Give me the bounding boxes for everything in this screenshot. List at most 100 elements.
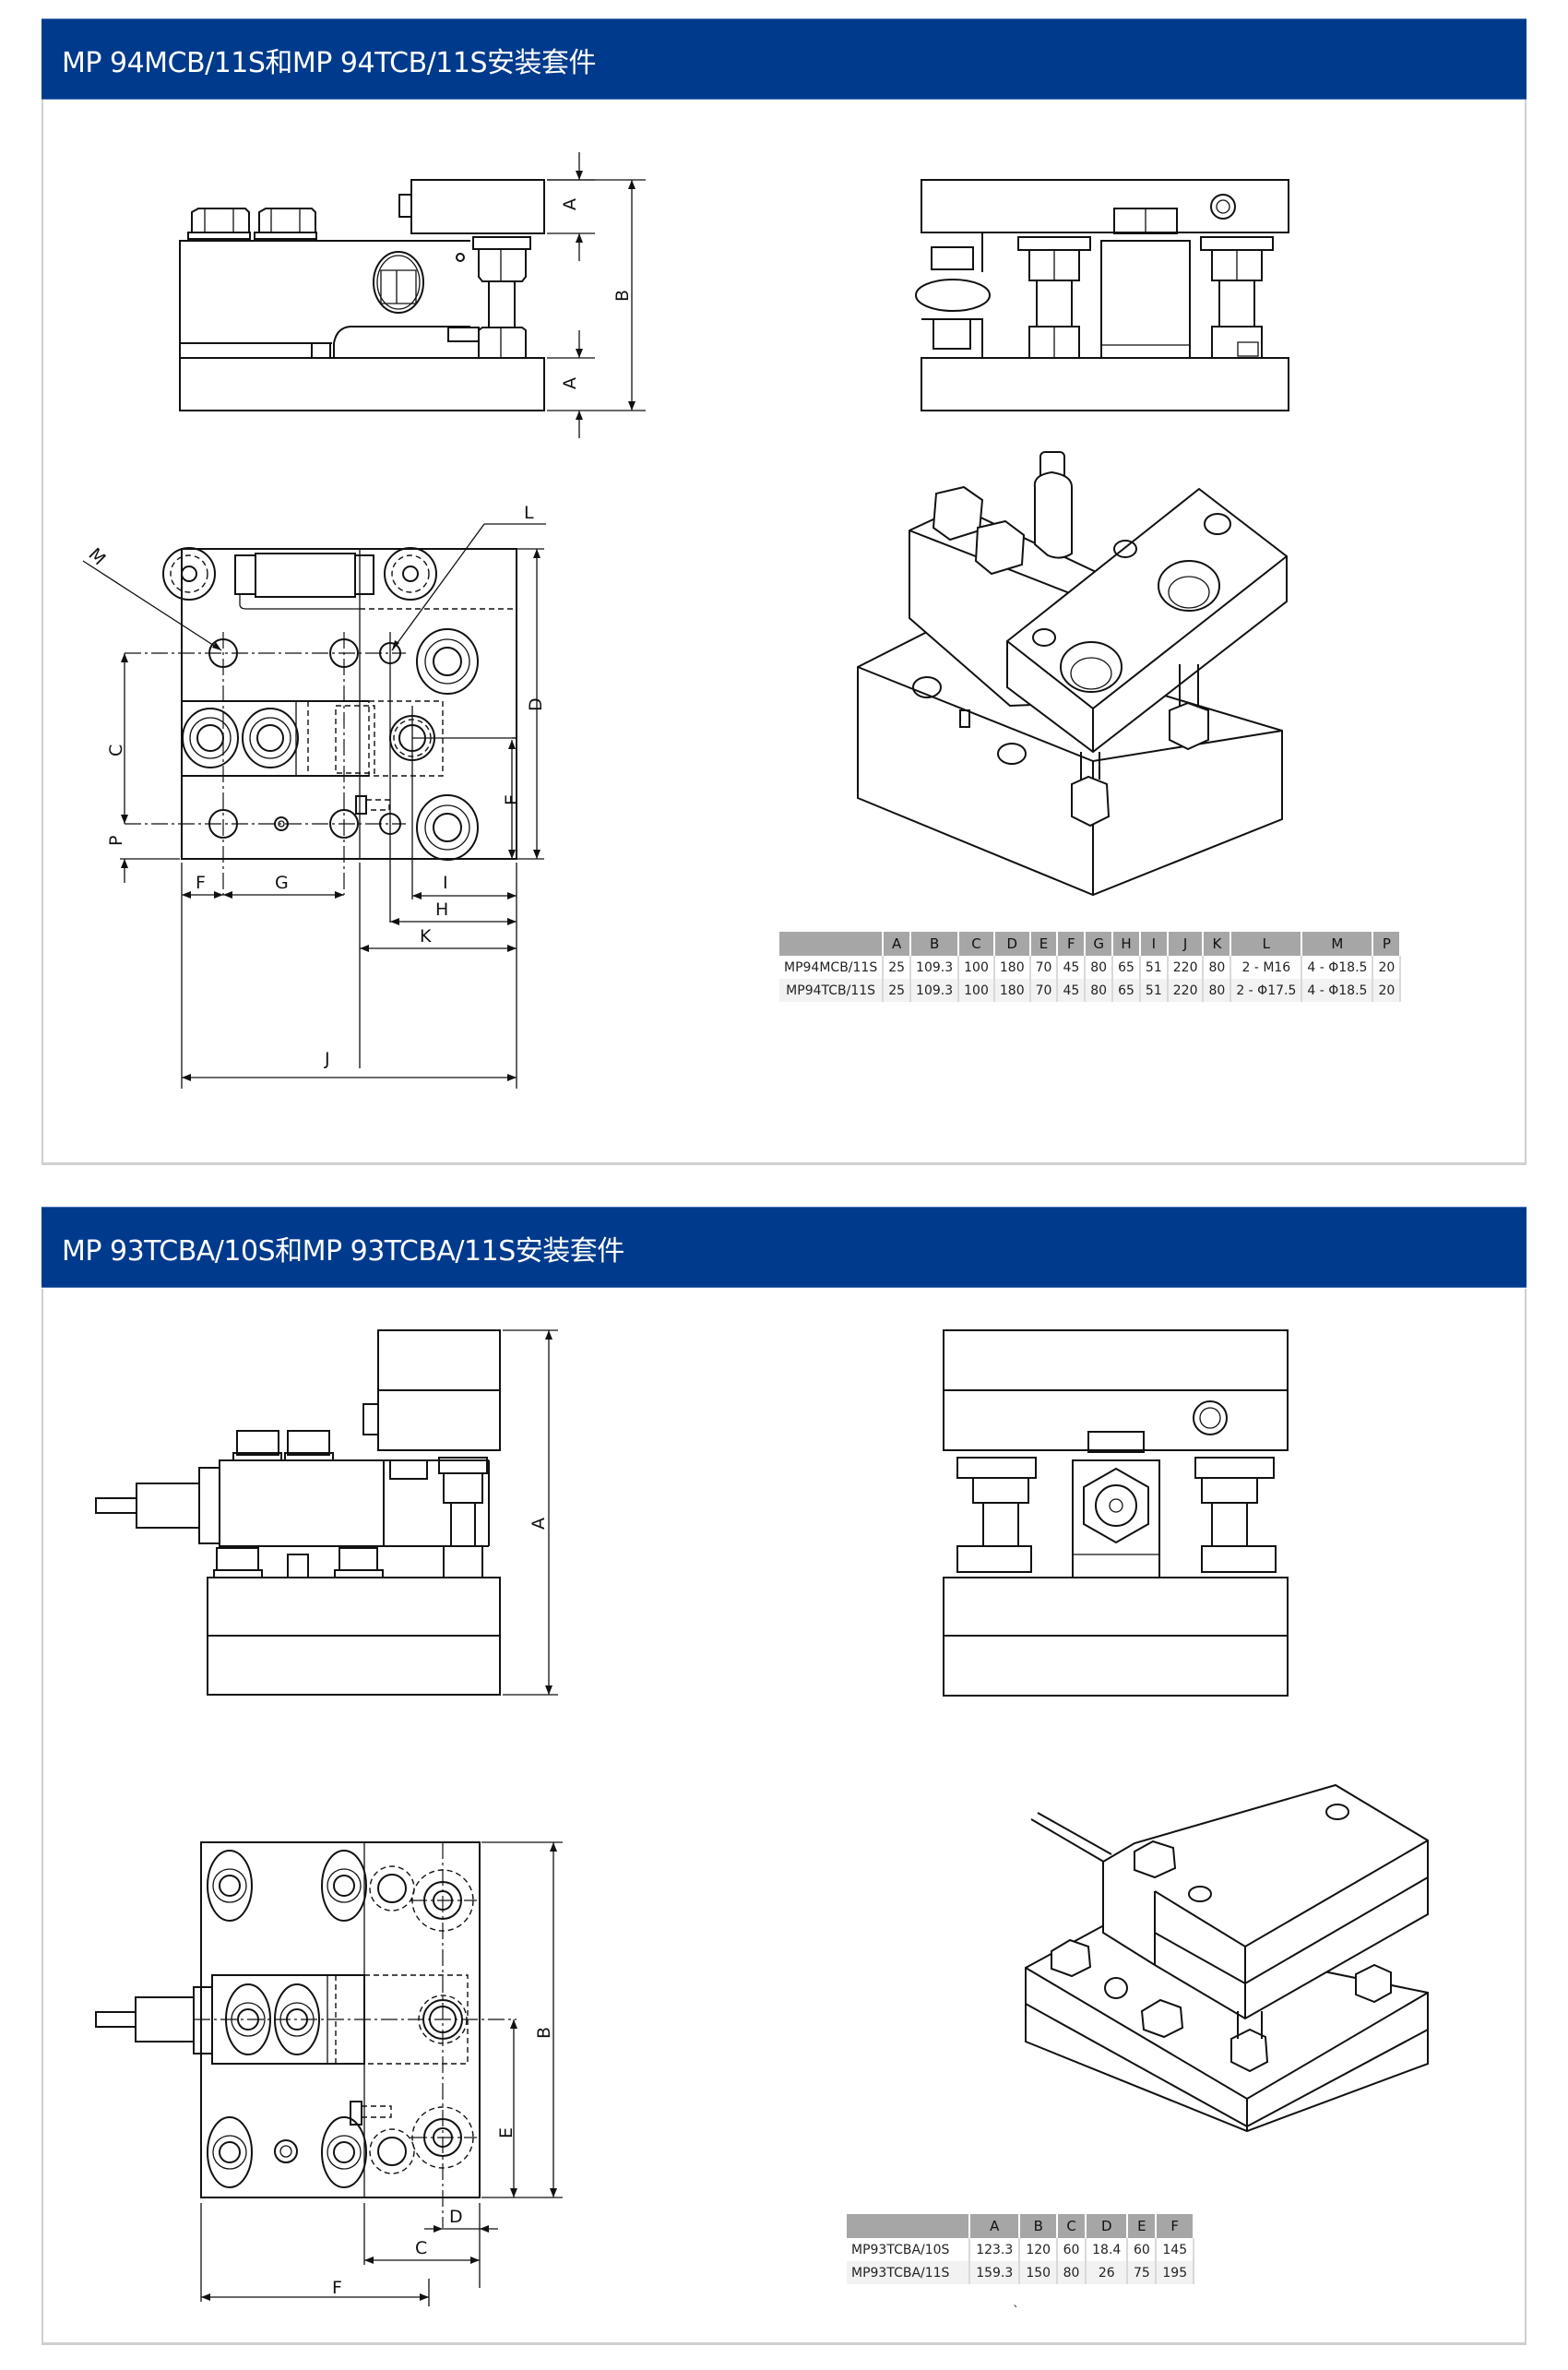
dim-label-h: H [435,899,448,920]
dim-label-d: D [449,2207,463,2227]
table-cell: 80 [1056,2261,1087,2284]
table-cell: 45 [1057,979,1087,1002]
table-cell: 65 [1112,956,1141,979]
dim-label-k: K [420,926,432,947]
section-header-mp93: MP 93TCBA/10S和MP 93TCBA/11S安装套件 [42,1207,1526,1288]
table-cell: 180 [993,956,1031,979]
dim-label-l: L [524,503,534,523]
table-header-cell: B [910,932,960,956]
table-cell: 60 [1127,2238,1158,2261]
isometric-view-drawing-mp93 [996,1762,1457,2131]
table-cell: 51 [1139,956,1169,979]
side-view-drawing-mp93 [922,1310,1310,1707]
table-header-cell: G [1085,932,1114,956]
table-cell: 70 [1029,979,1059,1002]
dim-label-d: D [526,697,546,711]
table-cell: 159.3 [969,2261,1021,2284]
table-header-cell: P [1372,932,1402,956]
dim-label-a-top: A [560,198,580,210]
table-header-cell: B [1019,2214,1058,2238]
table-cell-model: MP93TCBA/10S [847,2238,970,2261]
table-cell: 80 [1085,956,1114,979]
spec-table-mp94: A B C D E F G H I J K L M P MP94MCB/11S … [779,932,1402,1002]
table-cell: 100 [958,979,995,1002]
dim-label-p: P [106,836,126,846]
table-row: MP93TCBA/10S 123.3 120 60 18.4 60 145 [847,2238,1194,2261]
table-cell: 2 - Φ17.5 [1230,979,1303,1002]
table-cell: 80 [1203,979,1232,1002]
footnote-mark: ` [1013,2304,1019,2319]
table-cell: 109.3 [910,979,960,1002]
front-view-drawing-mp93: A [83,1310,766,1697]
table-header-row: A B C D E F [847,2214,1194,2238]
plan-view-drawing-mp93: B E D C F [83,1808,802,2288]
table-cell: 195 [1156,2261,1194,2284]
table-header-cell: H [1112,932,1141,956]
section-title: MP 93TCBA/10S和MP 93TCBA/11S安装套件 [62,1235,624,1268]
table-cell: 4 - Φ18.5 [1301,956,1374,979]
table-header-cell: A [883,932,912,956]
table-header-cell: K [1203,932,1232,956]
table-cell: 60 [1056,2238,1087,2261]
dim-label-f: F [196,873,206,893]
dim-label-e: E [496,2127,517,2138]
table-cell: 150 [1019,2261,1058,2284]
section-title: MP 94MCB/11S和MP 94TCB/11S安装套件 [62,47,597,79]
dim-label-j: J [324,1049,330,1069]
table-cell-model: MP94TCB/11S [779,979,885,1002]
isometric-view-drawing-mp94 [830,443,1476,904]
table-cell: 2 - M16 [1230,956,1303,979]
table-cell: 120 [1019,2238,1058,2261]
table-cell: 80 [1085,979,1114,1002]
table-cell: 145 [1156,2238,1194,2261]
table-cell: 75 [1127,2261,1158,2284]
spec-table-mp93: A B C D E F MP93TCBA/10S 123.3 120 60 18… [847,2214,1194,2284]
dim-label-m: M [84,544,109,569]
dim-label-g: G [275,873,289,893]
table-cell: 20 [1372,956,1402,979]
table-cell: 20 [1372,979,1402,1002]
table-cell: 65 [1112,979,1141,1002]
table-cell: 51 [1139,979,1169,1002]
table-header-cell [779,932,885,956]
dim-label-a: A [529,1518,549,1530]
dim-label-b: B [534,2027,554,2039]
table-cell: 220 [1167,956,1205,979]
table-cell-model: MP93TCBA/11S [847,2261,970,2284]
dim-label-c: C [415,2238,427,2258]
table-header-cell: F [1057,932,1087,956]
table-row: MP94TCB/11S 25 109.3 100 180 70 45 80 65… [779,979,1402,1002]
dim-label-e: E [502,794,522,805]
table-cell: 123.3 [969,2238,1021,2261]
table-header-row: A B C D E F G H I J K L M P [779,932,1402,956]
table-header-cell: F [1156,2214,1194,2238]
table-cell: 80 [1203,956,1232,979]
table-row: MP93TCBA/11S 159.3 150 80 26 75 195 [847,2261,1194,2284]
table-cell: 220 [1167,979,1205,1002]
table-cell: 45 [1057,956,1087,979]
front-view-drawing-mp94: A B A [166,148,756,443]
table-cell: 180 [993,979,1031,1002]
table-cell: 4 - Φ18.5 [1301,979,1374,1002]
table-cell: 25 [883,979,912,1002]
table-header-cell: L [1230,932,1303,956]
table-header-cell: C [958,932,995,956]
table-cell: 18.4 [1086,2238,1129,2261]
plan-view-dimension-f-mp93 [201,2279,432,2316]
table-cell: 25 [883,956,912,979]
table-header-cell: D [993,932,1031,956]
table-header-cell: C [1056,2214,1087,2238]
plan-view-drawing-mp94: D E C P M L F G I H K J [74,503,546,1089]
table-header-cell: M [1301,932,1374,956]
dim-label-a-bottom: A [560,377,580,389]
section-header-mp94: MP 94MCB/11S和MP 94TCB/11S安装套件 [42,18,1526,100]
table-header-cell: A [969,2214,1021,2238]
table-header-cell: D [1086,2214,1129,2238]
table-cell: 100 [958,956,995,979]
table-header-cell: J [1167,932,1205,956]
dim-label-c: C [106,744,126,756]
dim-label-f: F [332,2278,342,2298]
table-cell: 70 [1029,956,1059,979]
side-view-drawing-mp94 [904,157,1310,424]
table-cell-model: MP94MCB/11S [779,956,885,979]
